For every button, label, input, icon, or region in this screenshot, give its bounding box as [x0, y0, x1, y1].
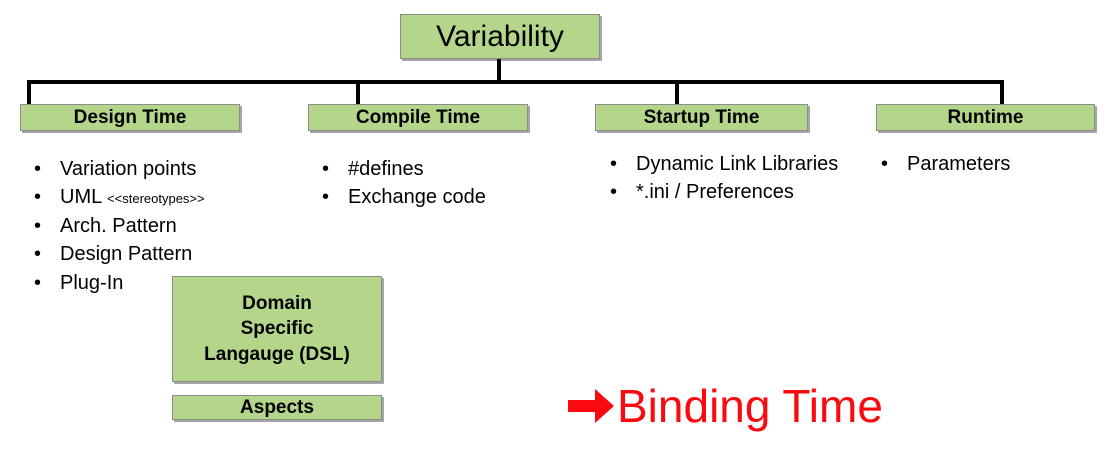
node-dsl-line-2: Specific — [240, 318, 314, 340]
bullet-icon: • — [610, 181, 618, 204]
bullet-icon: • — [322, 186, 330, 209]
node-design-time-label: Design Time — [73, 106, 187, 128]
list-item-label: Variation points — [60, 158, 197, 180]
list-item-label: Plug-In — [60, 271, 124, 294]
connector-drop-compile-time — [356, 80, 360, 104]
node-compile-time-label: Compile Time — [355, 106, 481, 128]
bullet-icon: • — [34, 243, 42, 266]
bullet-icon: • — [34, 186, 42, 209]
node-startup-time[interactable]: Startup Time — [595, 104, 808, 131]
list-item: • Variation points — [34, 155, 284, 183]
bullet-icon: • — [881, 153, 889, 175]
list-item-label: Exchange code — [348, 186, 486, 209]
node-dsl-line-1: Domain — [242, 293, 312, 315]
node-startup-time-label: Startup Time — [643, 106, 760, 128]
bullet-list-runtime: • Parameters — [881, 150, 1091, 178]
right-arrow-icon — [568, 389, 614, 423]
bullet-icon: • — [34, 158, 42, 180]
node-dsl-line-3: Langauge (DSL) — [204, 343, 350, 365]
list-item-label: *.ini / Preferences — [636, 181, 794, 204]
bullet-icon: • — [322, 158, 330, 180]
bullet-icon: • — [34, 271, 42, 294]
bullet-list-design-time: • Variation points • UML <<stereotypes>>… — [34, 155, 284, 297]
list-item-label: UML <<stereotypes>> — [60, 183, 284, 211]
list-item: • *.ini / Preferences — [610, 178, 850, 206]
list-item: • Parameters — [881, 150, 1091, 178]
list-item-note: <<stereotypes>> — [107, 191, 205, 207]
node-aspects-label: Aspects — [240, 396, 314, 418]
list-item-label: Dynamic Link Libraries — [636, 153, 839, 175]
binding-time-callout: Binding Time — [565, 383, 883, 429]
node-compile-time[interactable]: Compile Time — [308, 104, 528, 131]
bullet-list-compile-time: • #defines • Exchange code — [322, 155, 552, 212]
list-item-label: Design Pattern — [60, 243, 193, 266]
connector-root-stem — [497, 59, 501, 82]
connector-drop-design-time — [27, 80, 31, 104]
list-item-text: UML — [60, 186, 108, 209]
list-item-label: Parameters — [907, 153, 1011, 175]
node-variability[interactable]: Variability — [400, 14, 600, 59]
list-item-label: #defines — [348, 158, 424, 180]
list-item: • Plug-In — [34, 269, 284, 297]
node-design-time[interactable]: Design Time — [20, 104, 240, 131]
list-item: • Arch. Pattern — [34, 212, 284, 240]
bullet-list-startup-time: • Dynamic Link Libraries • *.ini / Prefe… — [610, 150, 850, 207]
connector-horizontal-bus — [27, 80, 1004, 84]
node-aspects[interactable]: Aspects — [172, 395, 382, 420]
bullet-icon: • — [610, 153, 618, 175]
node-domain-specific-language[interactable]: Domain Specific Langauge (DSL) — [172, 276, 382, 382]
node-runtime[interactable]: Runtime — [876, 104, 1095, 131]
list-item: • #defines — [322, 155, 552, 183]
node-runtime-label: Runtime — [947, 106, 1024, 128]
list-item: • Exchange code — [322, 183, 552, 211]
list-item-label: Arch. Pattern — [60, 214, 177, 237]
list-item: • Design Pattern — [34, 240, 284, 268]
connector-drop-startup-time — [675, 80, 679, 104]
node-variability-label: Variability — [436, 19, 564, 53]
connector-drop-runtime — [1000, 80, 1004, 104]
list-item: • UML <<stereotypes>> — [34, 183, 284, 211]
bullet-icon: • — [34, 214, 42, 237]
list-item: • Dynamic Link Libraries — [610, 150, 850, 178]
binding-time-label: Binding Time — [617, 380, 883, 432]
